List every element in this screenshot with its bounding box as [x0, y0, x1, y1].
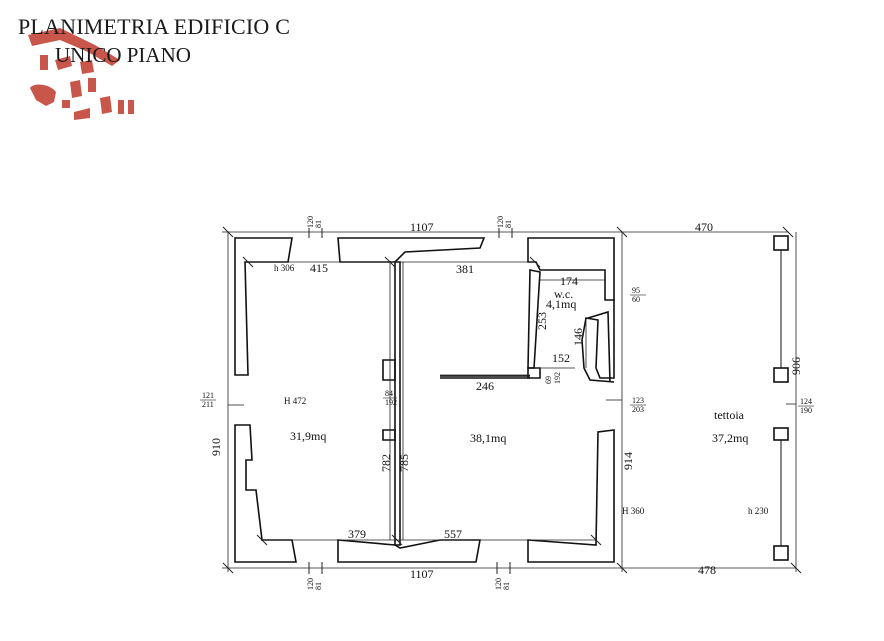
opening-dim: 192 [553, 372, 562, 384]
dim-corridor-146: 146 [571, 328, 585, 346]
dim-bottom-total: 1107 [410, 567, 434, 581]
opening-dim: 120 [496, 216, 505, 228]
opening-dim: 120 [494, 578, 503, 590]
tettoia-label: tettoia [714, 408, 745, 422]
dim-left-height: 910 [209, 438, 223, 456]
outer-wall [234, 424, 297, 563]
height-label: h 306 [274, 263, 295, 273]
tettoia-area: 37,2mq [712, 431, 748, 445]
wc-label: w.c. [554, 287, 573, 301]
outer-wall [527, 429, 615, 563]
dim-wc-width: 174 [560, 274, 578, 288]
opening-dim: 192 [385, 398, 397, 407]
opening-dim: 203 [632, 405, 644, 414]
dim-bottom-left-room: 379 [348, 527, 366, 541]
opening-dim: 81 [314, 220, 323, 228]
height-label: H 472 [284, 396, 306, 406]
opening-dim: 124 [800, 397, 812, 406]
outer-wall [337, 237, 486, 263]
dim-bottom-mid-room: 557 [444, 527, 462, 541]
dim-top-mid-room: 381 [456, 262, 474, 276]
plan-subtitle: UNICO PIANO [55, 43, 191, 67]
dim-top-left-room: 415 [310, 261, 328, 275]
opening-dim: 81 [504, 220, 513, 228]
opening-dim: 120 [306, 216, 315, 228]
dim-tettoia-height: 906 [789, 357, 803, 375]
dim-corridor-152: 152 [552, 351, 570, 365]
opening-dim: 81 [502, 582, 511, 590]
plan-title: PLANIMETRIA EDIFICIO C [18, 14, 291, 39]
height-label: h 230 [748, 506, 769, 516]
room1-area: 31,9mq [290, 429, 326, 443]
dim-wall-782: 782 [379, 454, 393, 472]
height-label: H 360 [622, 506, 645, 516]
room2-area: 38,1mq [470, 431, 506, 445]
dim-inner-246: 246 [476, 379, 494, 393]
dim-right-height: 914 [621, 452, 635, 470]
wc-area: 4,1mq [546, 297, 576, 311]
dim-wc-depth: 253 [535, 312, 549, 330]
opening-dim: 123 [632, 396, 644, 405]
opening-dim: 211 [202, 400, 214, 409]
opening-dim: 69 [544, 376, 553, 384]
opening-dim: 95 [632, 286, 640, 295]
opening-dim: 81 [314, 582, 323, 590]
outer-wall [234, 237, 293, 376]
opening-dim: 190 [800, 406, 812, 415]
outer-wall [337, 539, 481, 563]
opening-dim: 84 [385, 389, 393, 398]
dim-tettoia-top: 470 [695, 220, 713, 234]
dim-top-total: 1107 [410, 220, 434, 234]
opening-dim: 121 [202, 391, 214, 400]
dim-tettoia-bottom: 478 [698, 563, 716, 577]
opening-dim: 60 [632, 295, 640, 304]
dim-wall-785: 785 [397, 454, 411, 472]
opening-dim: 120 [306, 578, 315, 590]
